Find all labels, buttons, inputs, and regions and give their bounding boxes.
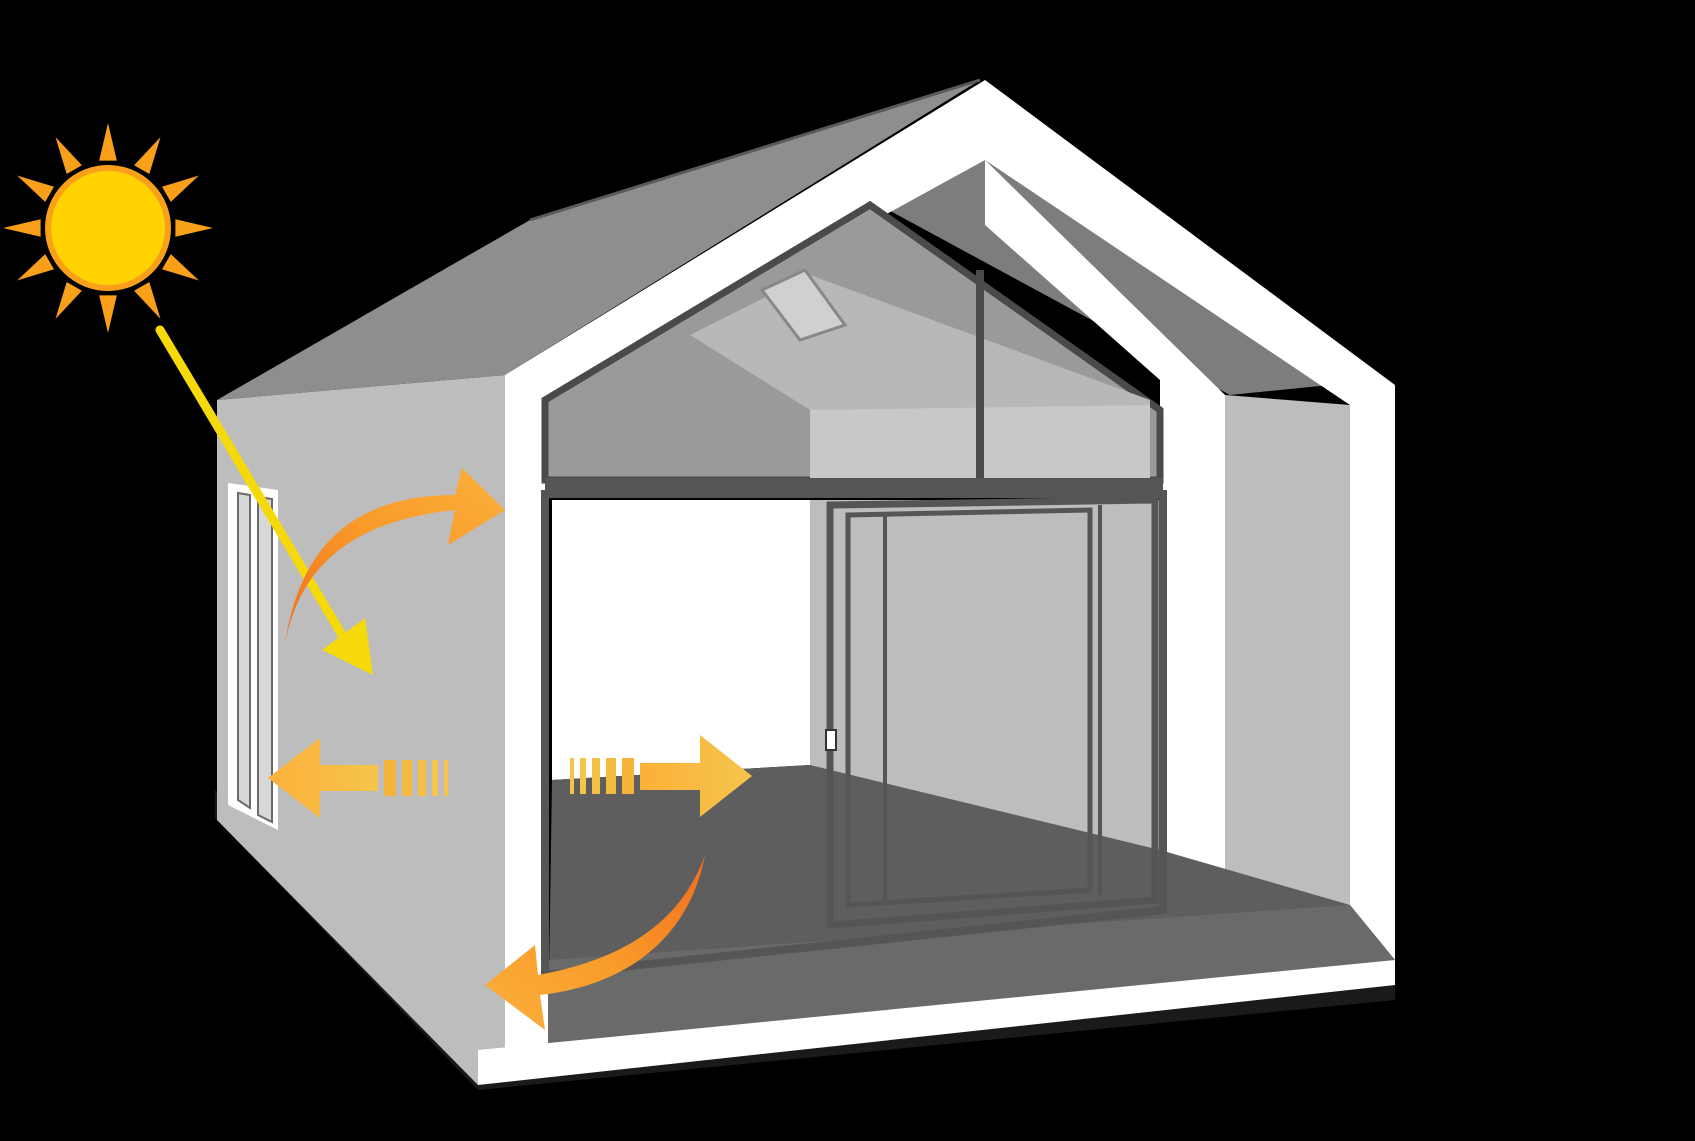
- sun-icon: [3, 123, 213, 333]
- sun-ray: [99, 295, 117, 333]
- sun-ray: [56, 137, 82, 174]
- sun-ray: [175, 219, 213, 237]
- sun-ray: [134, 282, 160, 319]
- sun-ray: [56, 282, 82, 319]
- sun-ray: [17, 176, 54, 202]
- door-handle: [826, 730, 836, 750]
- sun-disc: [48, 168, 168, 288]
- sun-ray: [162, 254, 199, 280]
- sun-ray: [134, 137, 160, 174]
- sun-ray: [99, 123, 117, 161]
- sun-ray: [3, 219, 41, 237]
- sun-ray: [17, 254, 54, 280]
- sun-ray: [162, 176, 199, 202]
- interior-opening: [552, 500, 810, 780]
- house: [215, 80, 1395, 1090]
